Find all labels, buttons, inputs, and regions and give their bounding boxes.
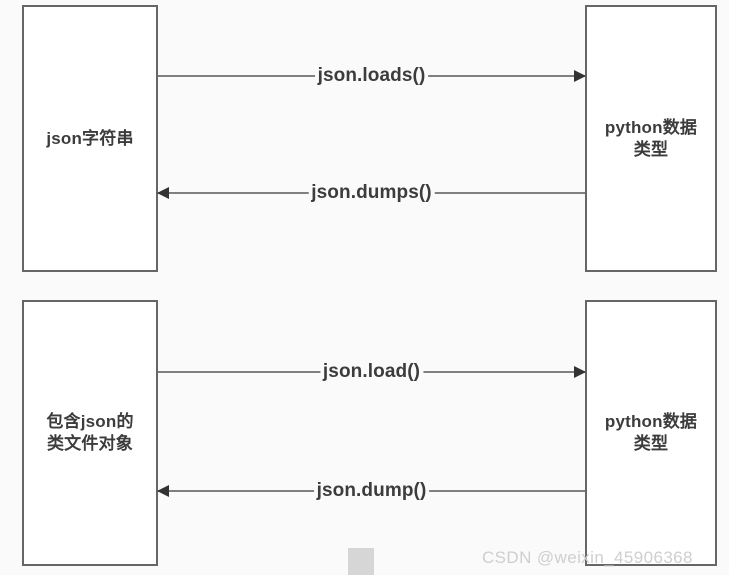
edge-json-dumps-rail-left	[158, 192, 340, 194]
node-json-string-label: json字符串	[46, 128, 134, 148]
edge-json-loads-rail-right	[410, 75, 585, 77]
node-python-data-type-top: python数据 类型	[585, 5, 717, 272]
node-python-data-type-bottom-label: python数据 类型	[604, 412, 698, 453]
edge-json-dump-rail-left	[158, 490, 348, 492]
edge-json-load-label: json.load()	[319, 361, 424, 383]
node-python-data-type-top-label: python数据 类型	[604, 117, 698, 159]
edge-json-load-rail-left	[158, 371, 354, 373]
node-json-file-object-label: 包含json的 类文件对象	[46, 412, 134, 453]
edge-json-loads-rail-left	[158, 75, 348, 77]
node-python-data-type-bottom: python数据 类型	[585, 300, 717, 566]
edge-json-dump-label: json.dump()	[313, 480, 430, 502]
arrowhead-right-icon	[574, 366, 586, 378]
edge-json-load-rail-right	[405, 371, 585, 373]
grey-square-artifact	[348, 548, 374, 575]
csdn-watermark: CSDN @weixin_45906368	[482, 548, 693, 567]
arrowhead-left-icon	[157, 187, 169, 199]
node-json-string: json字符串	[22, 5, 158, 272]
edge-json-loads-label: json.loads()	[314, 65, 429, 87]
edge-json-dumps-label: json.dumps()	[308, 182, 435, 204]
node-json-file-object: 包含json的 类文件对象	[22, 300, 158, 566]
edge-json-dump-rail-right	[409, 490, 585, 492]
arrowhead-right-icon	[574, 70, 586, 82]
edge-json-dumps-rail-right	[415, 192, 585, 194]
arrowhead-left-icon	[157, 485, 169, 497]
